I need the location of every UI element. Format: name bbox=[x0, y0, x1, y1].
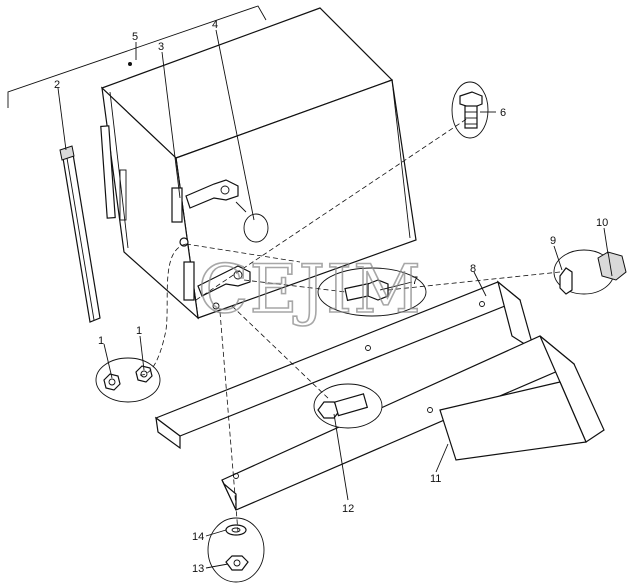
side-hinge bbox=[100, 125, 116, 219]
callout-5: 5 bbox=[132, 31, 138, 43]
callout-1b: 1 bbox=[136, 325, 142, 337]
callout-4: 4 bbox=[212, 19, 218, 31]
nut-pair-detail bbox=[95, 357, 161, 403]
part-4-detail bbox=[235, 201, 269, 243]
callout-3: 3 bbox=[158, 41, 164, 53]
assembly-guide-lines bbox=[135, 117, 561, 533]
callout-8: 8 bbox=[470, 263, 476, 275]
watermark-text: CEJIM bbox=[198, 251, 422, 328]
bolt-12-detail bbox=[313, 383, 383, 429]
bolt-6-detail bbox=[451, 81, 489, 139]
mounting-rail bbox=[154, 280, 536, 450]
callout-13: 13 bbox=[192, 563, 204, 575]
lid-hinge-upper bbox=[171, 187, 183, 223]
callout-2: 2 bbox=[54, 79, 60, 91]
lid-hinge-lower bbox=[183, 261, 195, 301]
group-bracket-line bbox=[7, 5, 267, 108]
callout-7: 7 bbox=[412, 275, 418, 287]
callout-11: 11 bbox=[430, 473, 441, 485]
callout-labels: 1 1 2 3 4 5 6 7 8 9 10 11 12 13 14 bbox=[54, 19, 608, 575]
callout-12: 12 bbox=[342, 503, 354, 515]
leader-lines bbox=[57, 29, 609, 569]
callout-9: 9 bbox=[550, 235, 556, 247]
battery-box bbox=[100, 7, 417, 320]
bolt-7-detail bbox=[317, 267, 427, 317]
latch-upper bbox=[185, 179, 239, 209]
support-bracket bbox=[221, 335, 605, 511]
callout-14: 14 bbox=[192, 531, 204, 543]
washer-nut-detail bbox=[207, 517, 265, 583]
cap-nut-detail bbox=[597, 251, 627, 281]
callout-6: 6 bbox=[500, 107, 506, 119]
box-mark-dot bbox=[128, 62, 132, 66]
seal-strip bbox=[59, 145, 101, 323]
callout-10: 10 bbox=[596, 217, 608, 229]
callout-1a: 1 bbox=[98, 335, 104, 347]
